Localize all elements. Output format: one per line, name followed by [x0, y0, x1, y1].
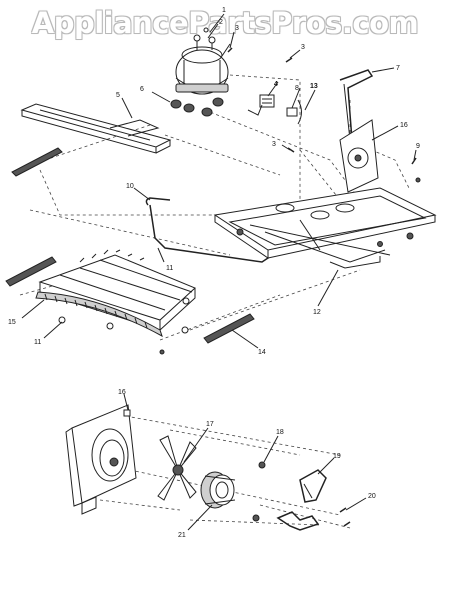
screws-lower: [339, 507, 351, 527]
callout-12: 12: [313, 309, 321, 316]
callout-20: 20: [368, 493, 376, 500]
callout-labels: 1 2 3 3 4 8 13 6 5 7 16 3 9 10 11 12 15 …: [8, 7, 420, 539]
callout-2: 2: [219, 19, 223, 26]
callout-9: 9: [416, 143, 420, 150]
motor-bracket: [299, 469, 327, 503]
callout-19: 19: [333, 453, 341, 460]
foam-strip-upper: [11, 147, 63, 177]
callout-3: 3: [272, 141, 276, 148]
leader-lines: [21, 13, 417, 531]
callout-16: 16: [118, 389, 126, 396]
callout-4: 4: [274, 81, 278, 88]
callout-5: 5: [116, 92, 120, 99]
callout-3: 3: [235, 25, 239, 32]
assembly-guide-lines: [19, 74, 411, 529]
watermark-logo: AppliancePartsPros.com: [31, 6, 419, 40]
washer: [252, 461, 266, 522]
callout-17: 17: [206, 421, 214, 428]
callout-11: 11: [166, 265, 173, 272]
condenser-tube: [145, 197, 269, 263]
callout-6: 6: [140, 86, 144, 93]
callout-8: 8: [295, 85, 299, 92]
condenser-coil: [35, 249, 196, 355]
fan-blade: [157, 435, 197, 501]
callout-13: 13: [310, 83, 318, 90]
callout-11: 11: [34, 339, 41, 346]
base-plate: [213, 187, 437, 269]
foam-strip-lower: [203, 313, 255, 344]
fan-shroud-small: [339, 119, 379, 193]
fan-shroud-large: [65, 404, 137, 515]
callout-7: 7: [396, 65, 400, 72]
grommet-set: [170, 97, 224, 117]
start-relay: [247, 94, 302, 125]
callout-18: 18: [276, 429, 284, 436]
callout-10: 10: [126, 183, 134, 190]
screws: [227, 47, 421, 183]
fan-motor: [200, 471, 236, 509]
callout-1: 1: [222, 7, 226, 14]
bracket-right: [339, 69, 374, 141]
foam-strip-middle: [5, 256, 57, 287]
callout-21: 21: [178, 532, 186, 539]
mount-clip: [276, 511, 320, 531]
top-bracket-rail: [20, 103, 172, 154]
callout-16: 16: [400, 122, 408, 129]
callout-14: 14: [258, 349, 266, 356]
callout-15: 15: [8, 319, 16, 326]
compressor: [175, 27, 229, 95]
callout-3: 3: [301, 44, 305, 51]
